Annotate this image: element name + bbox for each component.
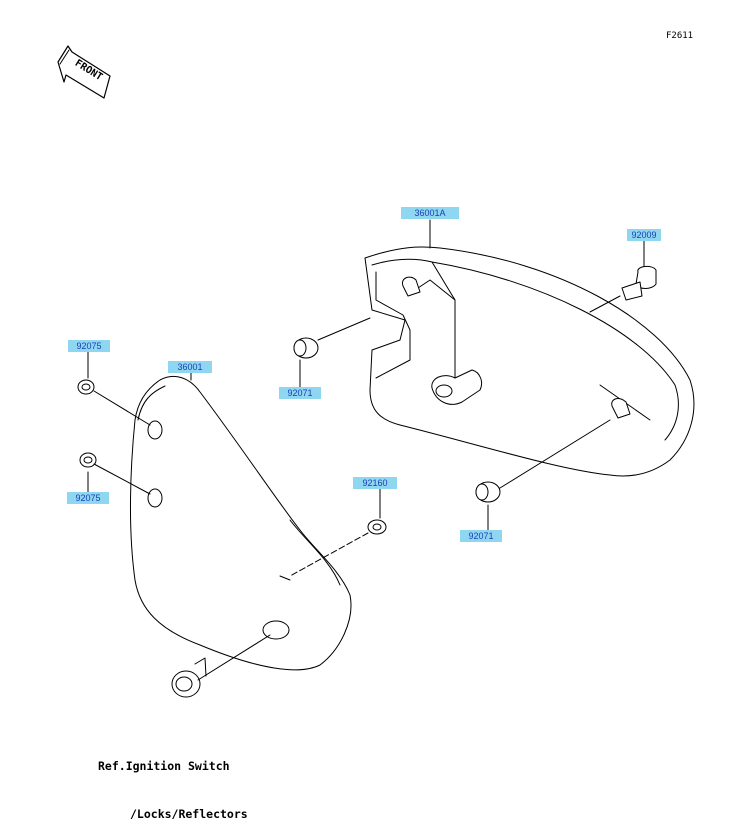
reference-note-line2: /Locks/Reflectors [130, 807, 248, 821]
right-side-cover [364, 246, 695, 477]
part-label-92075-lower[interactable]: 92075 [67, 492, 109, 504]
grommet-92071-lower [475, 481, 501, 503]
grommet-92160 [367, 519, 387, 535]
part-label-36001[interactable]: 36001 [168, 361, 212, 373]
reference-note-line1: Ref.Ignition Switch [98, 759, 230, 773]
grommet-92075-upper [77, 379, 95, 395]
part-label-92160[interactable]: 92160 [353, 477, 397, 489]
bolt-92009 [621, 265, 657, 301]
lock-cylinder [171, 657, 207, 698]
part-label-92009[interactable]: 92009 [627, 229, 661, 241]
part-label-36001A[interactable]: 36001A [401, 207, 459, 219]
grommet-92071-upper [293, 337, 319, 359]
reference-note: Ref.Ignition Switch /Locks/Reflectors [98, 726, 248, 838]
front-arrow-icon: FRONT [57, 45, 111, 99]
grommet-92075-lower [79, 452, 97, 468]
left-side-cover [129, 376, 352, 671]
figure-id: F2611 [666, 31, 694, 41]
parts-diagram: FRONT [57, 45, 695, 698]
part-label-92071-upper[interactable]: 92071 [279, 387, 321, 399]
part-label-92075-upper[interactable]: 92075 [68, 340, 110, 352]
leader-lines [87, 219, 645, 681]
part-label-92071-lower[interactable]: 92071 [460, 530, 502, 542]
